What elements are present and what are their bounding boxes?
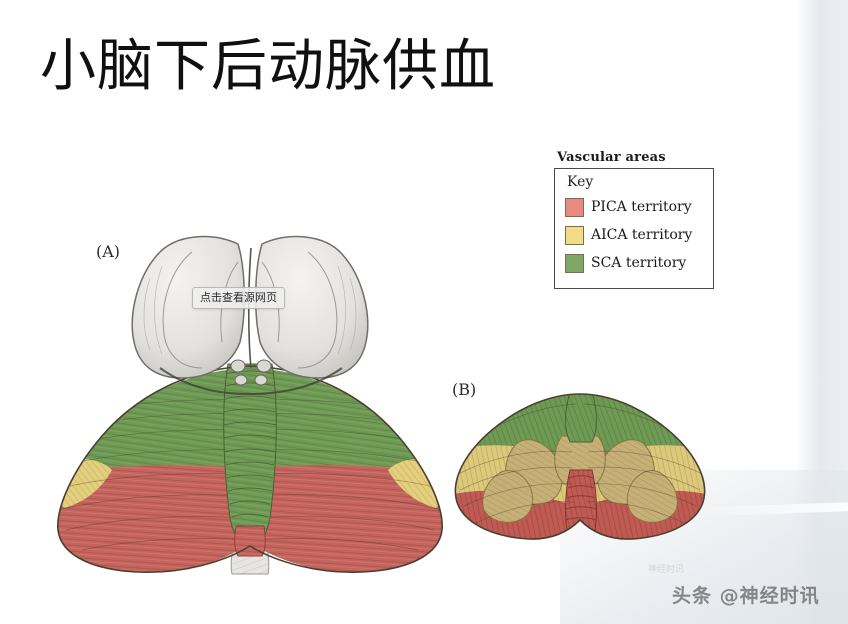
legend-label-aica: AICA territory bbox=[591, 227, 693, 243]
watermark-faint: 神经时讯 bbox=[648, 565, 685, 575]
panel-label-b: (B) bbox=[452, 380, 477, 399]
panel-label-a: (A) bbox=[96, 242, 121, 261]
legend: Vascular areas Key PICA territory AICA t… bbox=[554, 150, 714, 289]
legend-key-label: Key bbox=[567, 174, 594, 190]
cerebellum-b-outline bbox=[454, 393, 706, 540]
legend-item-aica: AICA territory bbox=[565, 221, 705, 249]
figure-panel-b bbox=[446, 378, 714, 568]
midbrain-peduncles bbox=[131, 235, 369, 396]
legend-swatch-sca bbox=[565, 253, 584, 273]
cerebellum-outline bbox=[57, 365, 443, 574]
legend-swatch-aica bbox=[565, 225, 584, 245]
page-title: 小脑下后动脉供血 bbox=[40, 34, 496, 99]
legend-item-sca: SCA territory bbox=[565, 249, 705, 277]
legend-label-sca: SCA territory bbox=[591, 255, 687, 271]
watermark: 头条 @神经时讯 bbox=[672, 585, 820, 607]
figure-panel-a bbox=[42, 218, 462, 578]
cerebellum-inferior-view bbox=[455, 394, 705, 540]
legend-box: Key PICA territory AICA territory SCA te… bbox=[554, 168, 714, 289]
legend-heading: Vascular areas bbox=[557, 150, 666, 165]
legend-label-pica: PICA territory bbox=[591, 199, 692, 215]
view-source-page-button[interactable]: 点击查看源网页 bbox=[192, 287, 285, 309]
legend-item-pica: PICA territory bbox=[565, 193, 705, 221]
legend-swatch-pica bbox=[565, 197, 584, 217]
cerebellar-vermis bbox=[223, 363, 277, 557]
